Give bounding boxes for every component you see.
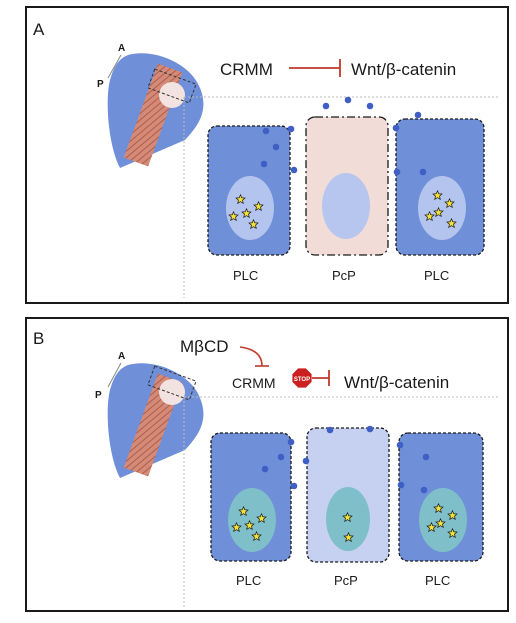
cell-plc-right [398,432,484,562]
cell-label-plc-left: PLC [236,573,261,588]
inhibitor-label: MβCD [180,337,229,356]
cell-label-pcp: PcP [334,573,358,588]
cell-pcp [306,427,390,563]
cell-label-plc-left: PLC [233,268,258,283]
panel-b: B A P MβCD CRMM STOP Wnt/β-cate [33,329,498,608]
cell-label-pcp: PcP [332,268,356,283]
axis-arrow-icon: A P [97,43,125,90]
pathway-source-label: CRMM [220,60,273,79]
panel-a-letter: A [33,20,45,39]
axis-label-p: P [95,390,102,401]
axis-arrow-icon: A P [95,351,125,401]
embryo-icon [107,363,204,478]
cell-label-plc-right: PLC [424,268,449,283]
inhibitor-arrow [239,346,269,367]
inhibition-arrow [312,370,330,386]
panel-b-letter: B [33,329,44,348]
axis-label-a: A [118,351,125,362]
stop-sign-label: STOP [294,377,310,383]
stop-sign-icon: STOP [291,367,313,389]
axis-label-a: A [118,43,125,54]
embryo-icon [107,53,204,168]
pathway-target-label: Wnt/β-catenin [351,60,456,79]
panel-a: A A P CRMM Wnt/β-catenin [33,20,498,298]
cell-plc-right [395,118,485,256]
cell-label-plc-right: PLC [425,573,450,588]
pathway-source-label: CRMM [232,375,276,391]
cell-pcp [305,116,389,256]
pathway-target-label: Wnt/β-catenin [344,373,449,392]
secreted-dots [261,425,430,494]
inhibition-arrow [289,59,341,77]
axis-label-p: P [97,79,104,90]
cell-plc-left [210,432,292,562]
cell-plc-left [207,125,291,256]
secreted-dots [260,96,427,176]
